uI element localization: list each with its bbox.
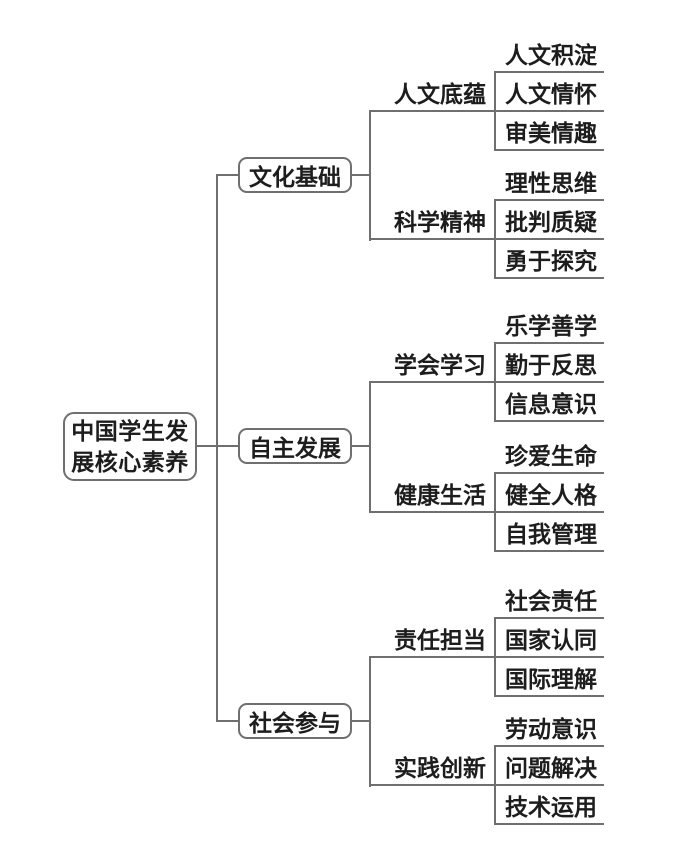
branch-stub-line <box>216 174 238 176</box>
leaf-bracket-line <box>494 472 496 552</box>
leaf-bracket-line <box>494 745 496 825</box>
leaf-item: 乐学善学 <box>505 314 597 339</box>
group-label-healthy-living: 健康生活 <box>394 483 486 508</box>
group-label-learning-to-learn: 学会学习 <box>394 353 486 378</box>
leaf-item: 劳动意识 <box>505 717 597 742</box>
leaf-item: 人文情怀 <box>505 82 597 107</box>
leaf-underline <box>494 472 604 474</box>
root-node: 中国学生发 展核心素养 <box>63 412 197 481</box>
leaf-item: 批判质疑 <box>505 210 597 235</box>
leaf-bracket-line <box>494 617 496 697</box>
branch-label: 文化基础 <box>249 165 341 190</box>
group-label-practice-innovation: 实践创新 <box>394 756 486 781</box>
group-rail-line <box>369 511 604 513</box>
leaf-item: 健全人格 <box>505 483 597 508</box>
leaf-item: 信息意识 <box>505 392 597 417</box>
root-label-line-2: 展核心素养 <box>71 449 189 475</box>
branch-bracket-line <box>369 656 371 787</box>
leaf-underline <box>494 745 604 747</box>
leaf-item: 人文积淀 <box>505 43 597 68</box>
leaf-item: 国家认同 <box>505 628 597 653</box>
leaf-item: 自我管理 <box>505 522 597 547</box>
leaf-underline <box>494 277 604 279</box>
trunk-spine-line <box>216 174 218 722</box>
leaf-item: 理性思维 <box>505 171 597 196</box>
branch-bracket-line <box>369 110 371 241</box>
leaf-item: 社会责任 <box>505 589 597 614</box>
branch-label: 自主发展 <box>249 436 341 461</box>
branch-label: 社会参与 <box>249 711 341 736</box>
leaf-underline <box>494 550 604 552</box>
branch-box-social-participation: 社会参与 <box>238 703 352 739</box>
root-label-line-1: 中国学生发 <box>71 418 189 444</box>
leaf-underline <box>494 199 604 201</box>
leaf-underline <box>494 420 604 422</box>
leaf-underline <box>494 823 604 825</box>
leaf-item: 国际理解 <box>505 667 597 692</box>
group-rail-line <box>369 238 604 240</box>
leaf-item: 问题解决 <box>505 756 597 781</box>
leaf-underline <box>494 617 604 619</box>
group-rail-line <box>369 110 604 112</box>
group-label-scientific-spirit: 科学精神 <box>394 210 486 235</box>
leaf-item: 勇于探究 <box>505 249 597 274</box>
branch-box-cultural-foundation: 文化基础 <box>238 157 352 193</box>
leaf-item: 勤于反思 <box>505 353 597 378</box>
branch-bracket-line <box>369 381 371 513</box>
leaf-underline <box>494 149 604 151</box>
group-rail-line <box>369 784 604 786</box>
leaf-underline <box>494 342 604 344</box>
leaf-bracket-line <box>494 199 496 279</box>
branch-box-autonomous-development: 自主发展 <box>238 428 352 464</box>
group-label-responsibility: 责任担当 <box>394 628 486 653</box>
branch-stub-line <box>352 720 370 722</box>
leaf-underline <box>494 71 604 73</box>
leaf-item: 珍爱生命 <box>505 444 597 469</box>
leaf-item: 审美情趣 <box>505 121 597 146</box>
branch-stub-line <box>216 720 238 722</box>
branch-stub-line <box>352 174 370 176</box>
leaf-item: 技术运用 <box>505 795 597 820</box>
group-label-humanistic-heritage: 人文底蕴 <box>394 82 486 107</box>
branch-stub-line <box>352 445 370 447</box>
group-rail-line <box>369 656 604 658</box>
leaf-bracket-line <box>494 342 496 422</box>
group-rail-line <box>369 381 604 383</box>
leaf-bracket-line <box>494 71 496 151</box>
leaf-underline <box>494 695 604 697</box>
